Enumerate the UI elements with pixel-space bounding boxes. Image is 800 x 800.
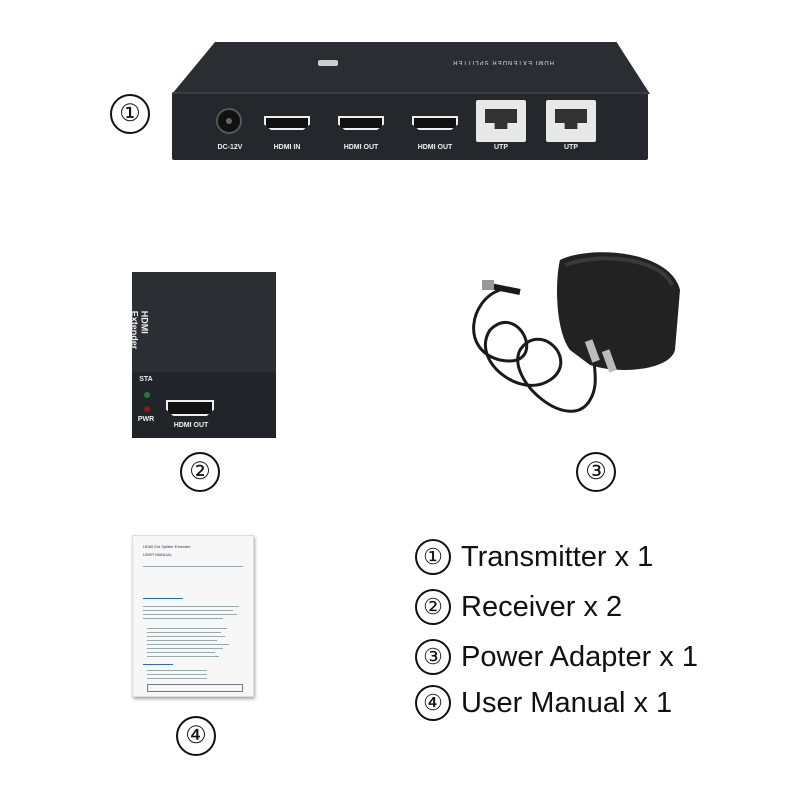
marker-2: ② [180, 452, 220, 492]
port-label: HDMI IN [273, 144, 301, 151]
marker-3: ③ [576, 452, 616, 492]
hdmi-out-port [412, 116, 458, 130]
pwr-led [144, 406, 150, 412]
manual-text-line [143, 606, 239, 607]
receiver-side-label: HDMI Extender [129, 310, 150, 350]
marker-1: ① [110, 94, 150, 134]
port-label: UTP [494, 144, 508, 151]
power-adapter-image [472, 252, 680, 413]
list-marker-3: ③ [415, 639, 451, 675]
manual-heading [143, 598, 183, 599]
manual-text-line [147, 640, 217, 641]
list-marker-1: ① [415, 539, 451, 575]
manual-text-line [147, 678, 207, 679]
manual-title: HDMI Ext Splitter Extender [143, 544, 191, 549]
manual-text-line [147, 674, 207, 675]
manual-text-line [147, 648, 223, 649]
manual-text-line [147, 636, 225, 637]
list-marker-4: ④ [415, 685, 451, 721]
transmitter-top-label: HDMI EXTENDER SPLITTER [452, 59, 555, 65]
list-item-text: Transmitter x 1 [461, 541, 654, 573]
led-label-pwr: PWR [137, 416, 155, 423]
manual-text-line [143, 618, 223, 619]
port-label: DC-12V [217, 144, 243, 151]
hdmi-in-port [264, 116, 310, 130]
list-marker-2: ② [415, 589, 451, 625]
manual-text-line [147, 656, 219, 657]
sta-led [144, 392, 150, 398]
manual-subtitle: USER MANUAL [143, 552, 172, 557]
manual-text-line [147, 670, 207, 671]
utp-port [546, 100, 596, 142]
transmitter-front-panel: DC-12V HDMI IN HDMI OUT HDMI OUT UTP UTP [172, 92, 648, 160]
transmitter-logo [318, 60, 338, 66]
list-item-text: Power Adapter x 1 [461, 641, 698, 673]
list-item-text: User Manual x 1 [461, 687, 673, 719]
port-label: UTP [564, 144, 578, 151]
receiver-front-panel: STA PWR HDMI OUT [132, 372, 276, 438]
dc-port [216, 108, 242, 134]
manual-text-line [147, 644, 229, 645]
user-manual-image: HDMI Ext Splitter Extender USER MANUAL [132, 535, 254, 697]
marker-4: ④ [176, 716, 216, 756]
manual-text-line [143, 610, 233, 611]
led-label-sta: STA [139, 376, 153, 383]
utp-port [476, 100, 526, 142]
receiver-top [132, 272, 276, 376]
manual-heading [143, 664, 173, 665]
manual-table [147, 684, 243, 692]
manual-text-line [143, 614, 237, 615]
list-item-text: Receiver x 2 [461, 591, 623, 623]
hdmi-out-port [338, 116, 384, 130]
transmitter-top [172, 42, 650, 94]
manual-text-line [147, 632, 221, 633]
port-label: HDMI OUT [417, 144, 453, 151]
manual-text-line [147, 628, 227, 629]
port-label: HDMI OUT [173, 422, 209, 429]
hdmi-out-port [166, 400, 214, 416]
manual-text-line [147, 652, 215, 653]
port-label: HDMI OUT [343, 144, 379, 151]
manual-rule [143, 566, 243, 567]
